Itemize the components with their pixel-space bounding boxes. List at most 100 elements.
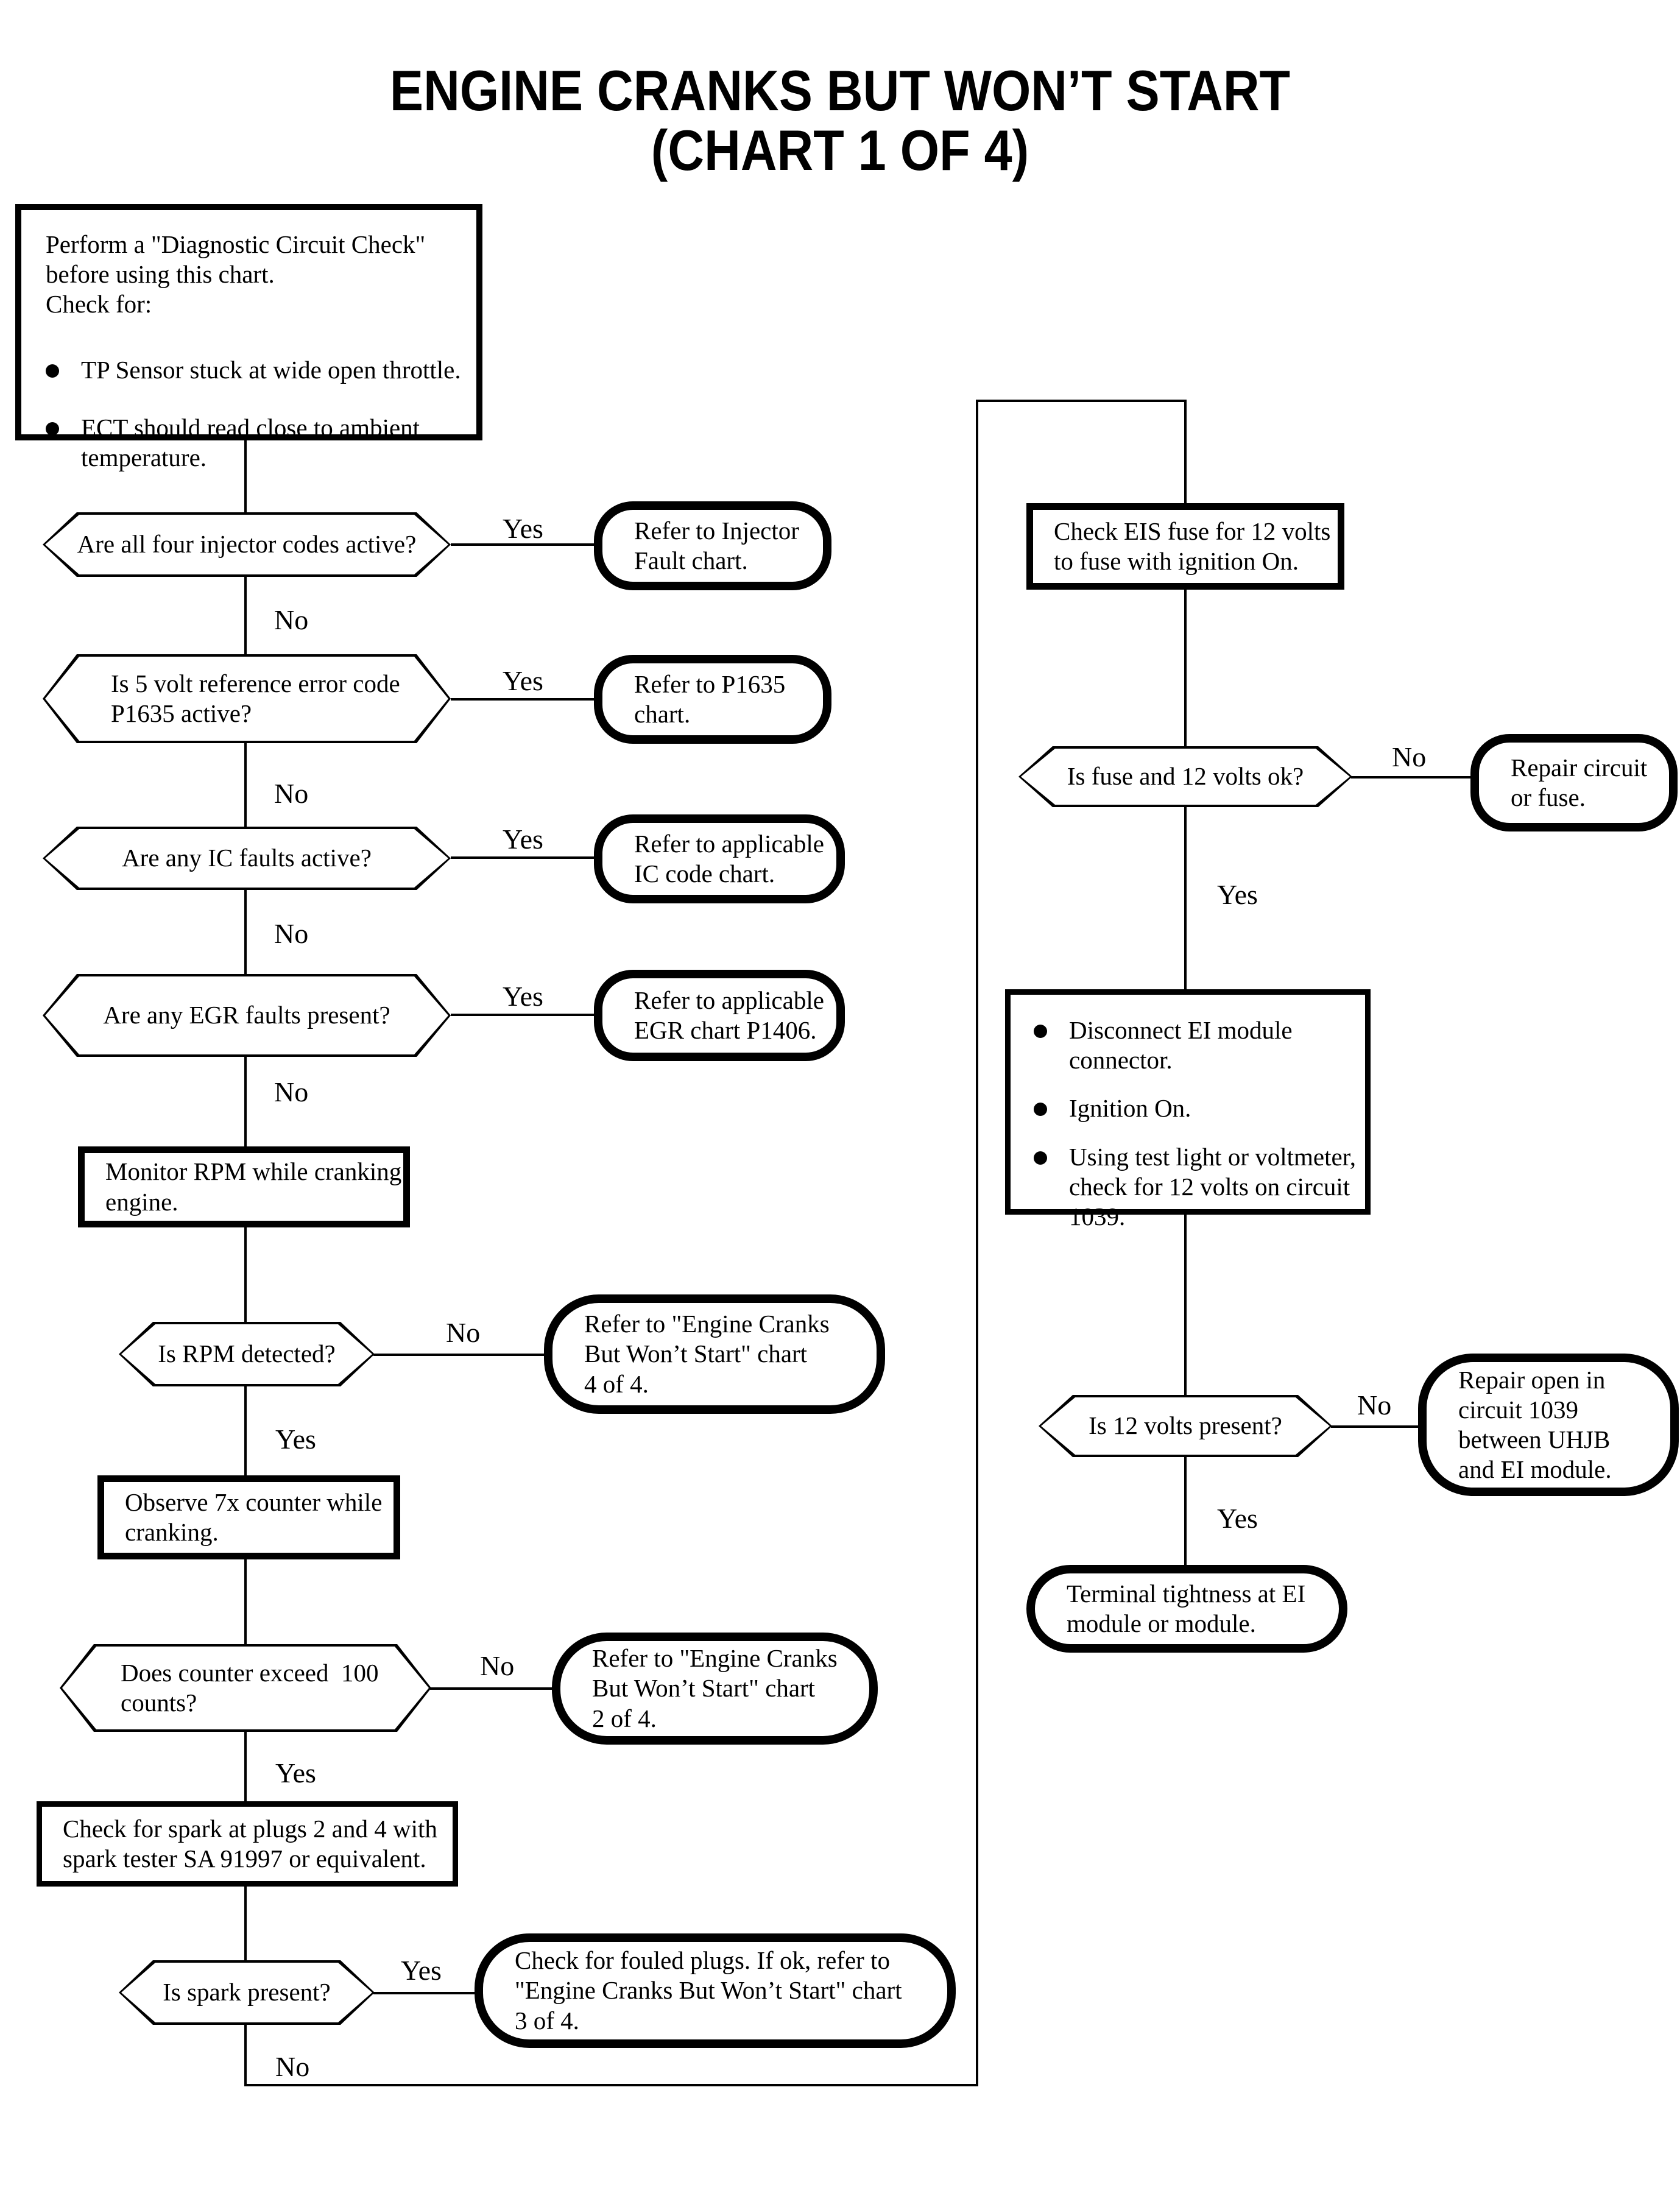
- connector-line: [244, 576, 247, 654]
- check-eis-fuse-box: Check EIS fuse for 12 volts to fuse with…: [1026, 503, 1344, 590]
- no-label: No: [1357, 1389, 1392, 1421]
- repair-fuse-text: or fuse.: [1511, 783, 1586, 811]
- decision-p1635-text: P1635 active?: [111, 699, 252, 727]
- ei-step-text: 1039.: [1069, 1202, 1126, 1230]
- decision-spark-present: Is spark present?: [119, 1960, 375, 2025]
- ref-chart2-text: But Won’t Start" chart: [592, 1674, 816, 1703]
- ei-step-text: connector.: [1069, 1046, 1173, 1075]
- ei-step-ignition: Ignition On.: [1034, 1093, 1342, 1123]
- ref-repair-open-1039: Repair open in circuit 1039 between UHJB…: [1418, 1354, 1679, 1496]
- ref-injector-text: Fault chart.: [634, 546, 748, 574]
- connector-line: [244, 439, 247, 514]
- decision-counter-100-text: Does counter exceed 100: [121, 1658, 379, 1687]
- ei-module-steps-box: Disconnect EI module connector. Ignition…: [1005, 989, 1371, 1230]
- observe-7x-text: cranking.: [125, 1518, 219, 1546]
- yes-label: Yes: [275, 1757, 316, 1788]
- check-eis-fuse-text: to fuse with ignition On.: [1054, 547, 1299, 575]
- connector-line: [451, 543, 594, 546]
- ref-injector-text: Refer to Injector: [634, 516, 799, 545]
- observe-7x-counter-box: Observe 7x counter while cranking.: [97, 1475, 400, 1559]
- connector-line: [1184, 806, 1187, 989]
- bullet-icon: [46, 364, 59, 378]
- ei-step-text: Using test light or voltmeter,: [1069, 1142, 1356, 1171]
- ref-p1635-text: Refer to P1635: [634, 669, 786, 698]
- ei-step-testlight: Using test light or voltmeter, check for…: [1034, 1142, 1356, 1232]
- decision-ic-faults-text: Are any IC faults active?: [122, 844, 372, 872]
- decision-fuse-12v-ok-text: Is fuse and 12 volts ok?: [1067, 762, 1304, 791]
- check-spark-text: spark tester SA 91997 or equivalent.: [63, 1845, 426, 1873]
- decision-fuse-12v-ok: Is fuse and 12 volts ok?: [1018, 746, 1352, 807]
- precheck-bullet-text: temperature.: [81, 443, 207, 471]
- repair-open-text: circuit 1039: [1458, 1395, 1578, 1424]
- terminal-tightness-box: Terminal tightness at EI module or modul…: [1026, 1565, 1347, 1653]
- decision-12v-present-text: Is 12 volts present?: [1089, 1411, 1282, 1440]
- ref-chart-3of4: Check for fouled plugs. If ok, refer to …: [475, 1933, 956, 2048]
- yes-label: Yes: [1217, 879, 1258, 910]
- ref-chart4-text: But Won’t Start" chart: [584, 1340, 808, 1368]
- connector-line: [244, 1226, 247, 1322]
- precheck-text: Perform a "Diagnostic Circuit Check": [46, 230, 426, 258]
- yes-label: Yes: [401, 1955, 442, 1986]
- yes-label: Yes: [503, 981, 543, 1012]
- bullet-icon: [1034, 1151, 1047, 1165]
- ref-egr-chart: Refer to applicable EGR chart P1406.: [594, 970, 845, 1061]
- yes-label: Yes: [1217, 1503, 1258, 1534]
- connector-line: [1184, 1213, 1187, 1395]
- decision-egr-faults: Are any EGR faults present?: [43, 974, 451, 1057]
- observe-7x-text: Observe 7x counter while: [125, 1488, 383, 1516]
- repair-fuse-text: Repair circuit: [1511, 753, 1648, 782]
- check-spark-text: Check for spark at plugs 2 and 4 with: [63, 1814, 437, 1843]
- ref-chart4-text: 4 of 4.: [584, 1369, 649, 1398]
- precheck-bullet-text: ECT should read close to ambient: [81, 413, 420, 442]
- decision-egr-faults-text: Are any EGR faults present?: [103, 1001, 390, 1029]
- ref-p1635-text: chart.: [634, 700, 691, 728]
- ref-egr-text: Refer to applicable: [634, 986, 824, 1014]
- decision-injector-codes-text: Are all four injector codes active?: [77, 530, 417, 559]
- precheck-text: before using this chart.: [46, 260, 275, 289]
- check-spark-box: Check for spark at plugs 2 and 4 with sp…: [37, 1801, 458, 1887]
- bullet-icon: [1034, 1025, 1047, 1038]
- monitor-rpm-text: Monitor RPM while cranking: [105, 1157, 402, 1186]
- ref-chart3-text: 3 of 4.: [515, 2006, 579, 2035]
- bullet-icon: [1034, 1103, 1047, 1117]
- no-label: No: [274, 1076, 309, 1107]
- page-title-line1: ENGINE CRANKS BUT WON’T START: [389, 58, 1291, 122]
- feedback-line-riser: [976, 400, 978, 2086]
- no-label: No: [274, 918, 309, 949]
- ei-step-text: check for 12 volts on circuit: [1069, 1172, 1350, 1201]
- connector-line: [373, 1992, 475, 1994]
- connector-line: [244, 1731, 247, 1801]
- ref-p1635-chart: Refer to P1635 chart.: [594, 655, 831, 744]
- ei-step-text: Ignition On.: [1069, 1094, 1191, 1123]
- no-label: No: [480, 1650, 515, 1681]
- connector-line: [451, 856, 594, 859]
- precheck-text: Check for:: [46, 290, 152, 319]
- decision-counter-100-text: counts?: [121, 1689, 197, 1717]
- connector-line: [430, 1687, 554, 1690]
- ref-repair-circuit-fuse: Repair circuit or fuse.: [1470, 734, 1678, 831]
- terminal-tightness-text: module or module.: [1067, 1609, 1256, 1637]
- ref-chart2-text: Refer to "Engine Cranks: [592, 1644, 838, 1673]
- ref-ic-code-chart: Refer to applicable IC code chart.: [594, 814, 845, 903]
- ref-chart3-text: "Engine Cranks But Won’t Start" chart: [515, 1976, 902, 2005]
- connector-line: [1351, 776, 1473, 778]
- page-title: ENGINE CRANKS BUT WON’T START (CHART 1 O…: [0, 61, 1680, 180]
- ei-step-text: Disconnect EI module: [1069, 1016, 1293, 1044]
- decision-injector-codes: Are all four injector codes active?: [43, 512, 451, 577]
- decision-12v-present: Is 12 volts present?: [1039, 1395, 1332, 1457]
- connector-line: [451, 1014, 594, 1016]
- ref-ic-text: Refer to applicable: [634, 829, 824, 858]
- connector-line: [244, 889, 247, 974]
- no-label: No: [1392, 741, 1427, 772]
- precheck-bullet-tp: TP Sensor stuck at wide open throttle.: [46, 355, 461, 385]
- connector-line: [1184, 400, 1187, 503]
- repair-open-text: Repair open in: [1458, 1365, 1606, 1394]
- monitor-rpm-box: Monitor RPM while cranking engine.: [78, 1146, 410, 1227]
- yes-label: Yes: [503, 824, 543, 855]
- ref-chart-2of4: Refer to "Engine Cranks But Won’t Start"…: [552, 1633, 878, 1745]
- connector-line: [1184, 588, 1187, 746]
- decision-rpm-detected: Is RPM detected?: [119, 1322, 375, 1386]
- repair-open-text: between UHJB: [1458, 1425, 1611, 1453]
- connector-line: [244, 1385, 247, 1475]
